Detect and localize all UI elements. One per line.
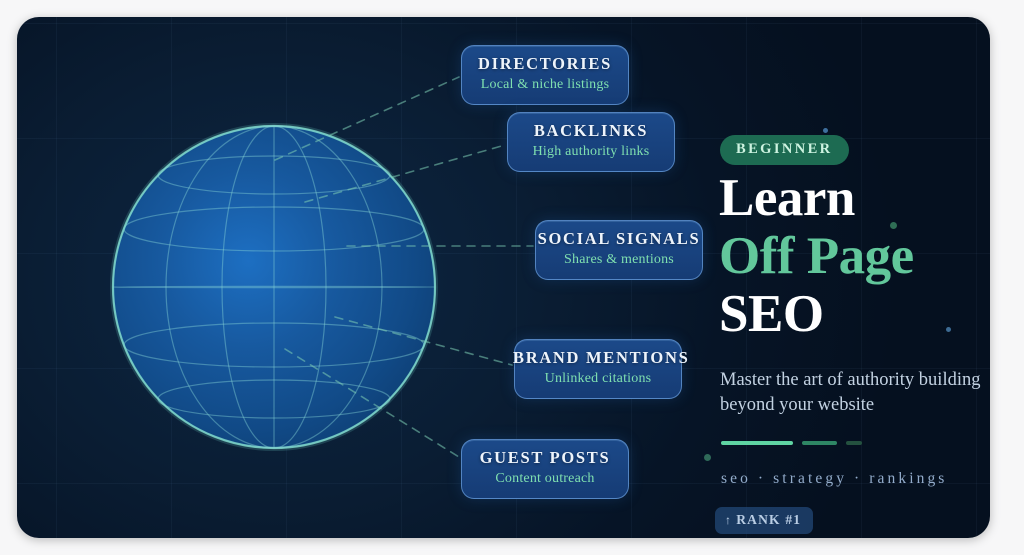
infographic-canvas: DIRECTORIES Local & niche listings BACKL… (17, 17, 990, 538)
card-subtitle: High authority links (532, 143, 650, 159)
card-title: BACKLINKS (533, 121, 649, 140)
decorative-dot (823, 128, 828, 133)
text-panel: BEGINNER Learn Off Page SEO Master the a… (715, 17, 990, 538)
card-subtitle: Content outreach (495, 470, 595, 486)
decorative-dot (946, 327, 951, 332)
rank-badge[interactable]: ↑RANK #1 (715, 507, 814, 534)
card-subtitle: Unlinked citations (544, 370, 652, 386)
label-card-guest-posts[interactable]: GUEST POSTS Content outreach (461, 439, 629, 499)
page-subtitle: Master the art of authority building bey… (720, 370, 981, 415)
level-badge: BEGINNER (720, 135, 849, 165)
globe-graphic (107, 118, 441, 456)
card-title: SOCIAL SIGNALS (537, 229, 701, 248)
headline-line-2: Off Page (719, 227, 914, 285)
arrow-up-icon: ↑ (725, 513, 733, 527)
page-title: Learn Off Page SEO (719, 169, 914, 343)
headline-line-3: SEO (719, 285, 824, 343)
card-subtitle: Shares & mentions (564, 251, 674, 267)
accent-bar-secondary (802, 441, 837, 445)
label-card-brand-mentions[interactable]: BRAND MENTIONS Unlinked citations (513, 339, 690, 399)
card-title: GUEST POSTS (479, 448, 611, 467)
rank-badge-label: RANK #1 (736, 512, 802, 527)
decorative-dot (704, 454, 711, 461)
label-card-social-signals[interactable]: SOCIAL SIGNALS Shares & mentions (535, 220, 703, 280)
card-title: BRAND MENTIONS (513, 348, 690, 367)
accent-bar-primary (721, 441, 793, 445)
keyword-tags: seo · strategy · rankings (721, 470, 948, 487)
card-title: DIRECTORIES (478, 54, 612, 73)
headline-line-1: Learn (719, 169, 855, 227)
card-subtitle: Local & niche listings (480, 76, 610, 92)
label-card-directories[interactable]: DIRECTORIES Local & niche listings (461, 45, 629, 105)
accent-bar-tertiary (846, 441, 862, 445)
label-card-backlinks[interactable]: BACKLINKS High authority links (507, 112, 675, 172)
accent-bars (721, 441, 862, 445)
decorative-dot (890, 222, 897, 229)
